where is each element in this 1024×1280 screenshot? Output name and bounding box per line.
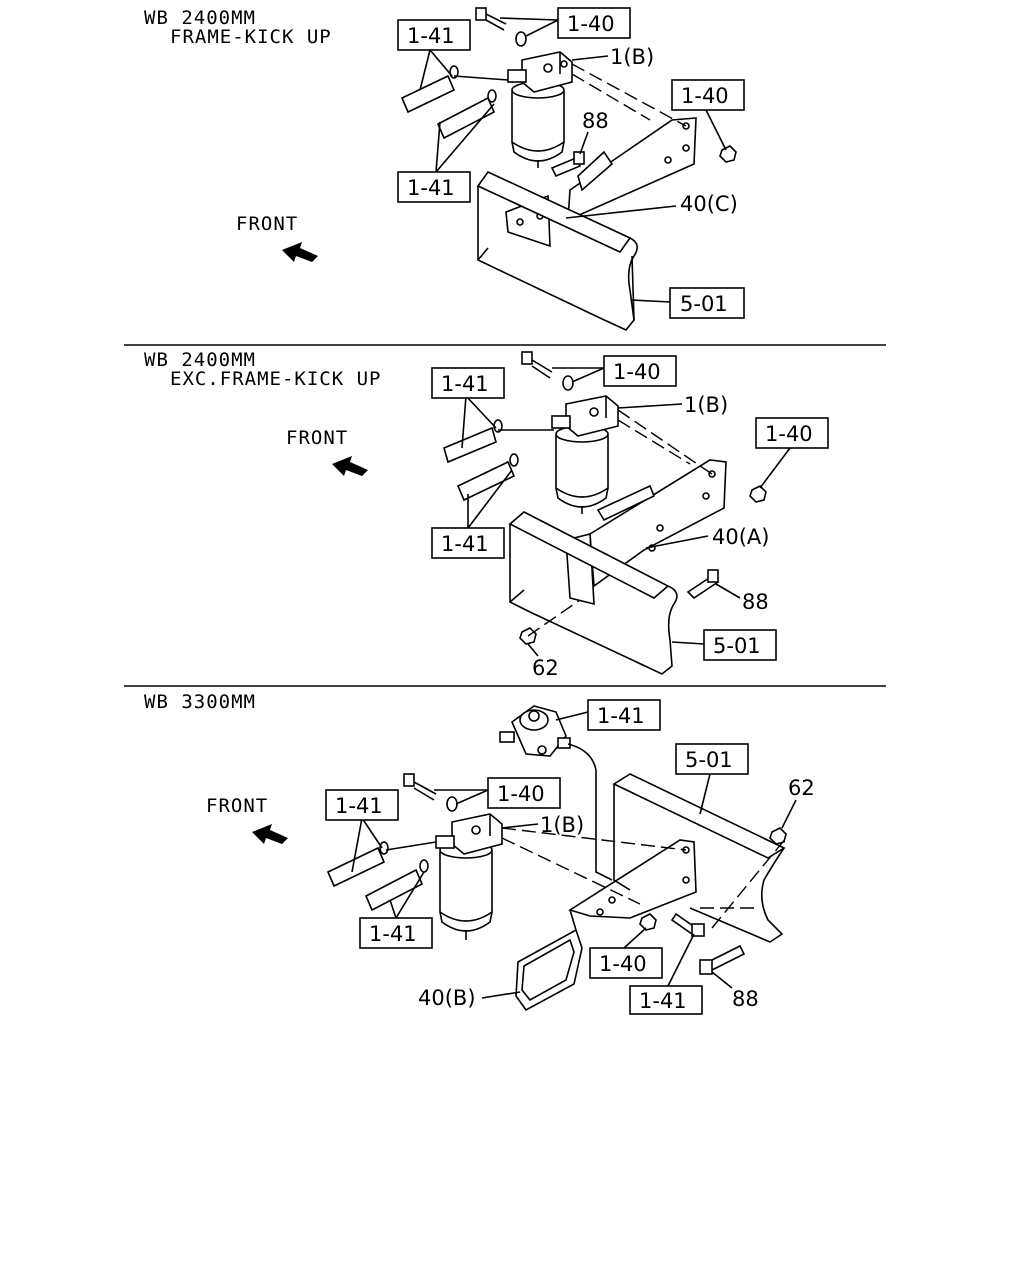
section-1: WB 2400MM FRAME-KICK UP FRONT [144, 7, 745, 331]
bolt-washer-group [521, 351, 574, 391]
bolt-washer-group [403, 773, 458, 812]
svg-text:1-41: 1-41 [639, 989, 687, 1013]
svg-text:1-41: 1-41 [335, 794, 383, 818]
front-arrow-icon [282, 242, 318, 262]
section-3-front-label: FRONT [206, 795, 268, 817]
section-1-heading-line1: WB 2400MM [144, 7, 256, 29]
fuel-filter-assembly [551, 395, 619, 514]
callout-88: 88 [711, 971, 759, 1011]
section-2-heading-line1: WB 2400MM [144, 349, 256, 371]
svg-text:1-40: 1-40 [613, 360, 661, 384]
bolt-88 [550, 151, 585, 178]
fuel-hoses [326, 841, 437, 912]
callout-1-41-bolt: 1-41 [629, 933, 703, 1015]
callout-40b: 40(B) [418, 986, 521, 1010]
svg-text:62: 62 [788, 776, 815, 800]
svg-text:1-40: 1-40 [567, 12, 615, 36]
svg-text:5-01: 5-01 [713, 634, 761, 658]
section-2-heading-line2: EXC.FRAME-KICK UP [170, 368, 381, 390]
nut-icon [719, 145, 737, 163]
section-1-heading-line2: FRAME-KICK UP [170, 26, 332, 48]
bolt-88 [699, 944, 746, 975]
front-arrow-icon [332, 456, 368, 476]
frame-rail [612, 773, 786, 943]
bolt-washer-group [475, 7, 527, 47]
callout-62: 62 [781, 776, 815, 829]
callout-1-40-top: 1-40 [499, 7, 631, 39]
bolt-clip [670, 912, 705, 937]
nut-icon [639, 913, 657, 931]
svg-text:1(B): 1(B) [684, 393, 728, 417]
callout-1b: 1(B) [571, 45, 654, 69]
section-3: WB 3300MM FRONT [144, 691, 815, 1015]
callout-1-41-upper: 1-41 [397, 19, 471, 91]
callout-5-01: 5-01 [675, 743, 749, 815]
callout-1-41-lower: 1-41 [431, 469, 513, 559]
fuel-line [567, 743, 613, 881]
bracket-40b [515, 839, 697, 1012]
callout-62: 62 [527, 643, 559, 680]
callout-40a: 40(A) [645, 525, 769, 549]
callout-1-41-lower: 1-41 [397, 103, 495, 203]
svg-text:1(B): 1(B) [610, 45, 654, 69]
callout-1-40-nut: 1-40 [671, 79, 745, 151]
callout-1-40-top: 1-40 [552, 355, 677, 387]
callout-5-01: 5-01 [671, 629, 777, 661]
svg-text:1-41: 1-41 [441, 372, 489, 396]
svg-text:1-41: 1-41 [441, 532, 489, 556]
section-2-front-label: FRONT [286, 427, 348, 449]
fuel-hoses [443, 419, 554, 502]
svg-text:5-01: 5-01 [685, 748, 733, 772]
section-2: WB 2400MM EXC.FRAME-KICK UP FRONT [144, 349, 829, 680]
svg-text:5-01: 5-01 [680, 292, 728, 316]
nut-62-icon [769, 827, 787, 845]
frame-rail [476, 170, 638, 331]
callout-1b: 1(B) [501, 813, 584, 837]
nut-icon [749, 485, 767, 503]
svg-text:1-41: 1-41 [369, 922, 417, 946]
callout-1-41-upper: 1-41 [431, 367, 505, 449]
frame-rail [508, 511, 678, 675]
svg-text:1-40: 1-40 [765, 422, 813, 446]
front-arrow-icon [252, 824, 288, 844]
svg-text:1-41: 1-41 [407, 176, 455, 200]
svg-text:1-41: 1-41 [407, 24, 455, 48]
svg-text:1-41: 1-41 [597, 704, 645, 728]
svg-text:1-40: 1-40 [497, 782, 545, 806]
section-1-front-label: FRONT [236, 213, 298, 235]
callout-5-01: 5-01 [631, 287, 745, 319]
callout-1-40-nut: 1-40 [589, 927, 663, 979]
callout-1-41-lower: 1-41 [359, 871, 433, 949]
fuel-filter-assembly [435, 813, 503, 940]
callout-40c: 40(C) [565, 192, 738, 219]
priming-pump [499, 705, 571, 757]
callout-1-40-nut: 1-40 [755, 417, 829, 489]
svg-text:40(B): 40(B) [418, 986, 476, 1010]
callout-88: 88 [715, 583, 769, 614]
svg-text:88: 88 [582, 109, 609, 133]
fuel-filter-assembly [507, 51, 573, 168]
svg-text:88: 88 [742, 590, 769, 614]
svg-text:1-40: 1-40 [681, 84, 729, 108]
bolt-88 [686, 569, 720, 600]
svg-text:1-40: 1-40 [599, 952, 647, 976]
svg-text:1(B): 1(B) [540, 813, 584, 837]
svg-text:88: 88 [732, 987, 759, 1011]
svg-text:62: 62 [532, 656, 559, 680]
callout-1-41-pump: 1-41 [555, 699, 661, 731]
callout-1-40-top: 1-40 [434, 777, 561, 809]
fuel-hoses [400, 65, 509, 140]
section-3-heading-line1: WB 3300MM [144, 691, 256, 713]
callout-1b: 1(B) [617, 393, 728, 417]
callout-88: 88 [579, 109, 609, 155]
svg-text:40(C): 40(C) [680, 192, 738, 216]
svg-text:40(A): 40(A) [712, 525, 769, 549]
callout-1-41-upper: 1-41 [325, 789, 399, 873]
